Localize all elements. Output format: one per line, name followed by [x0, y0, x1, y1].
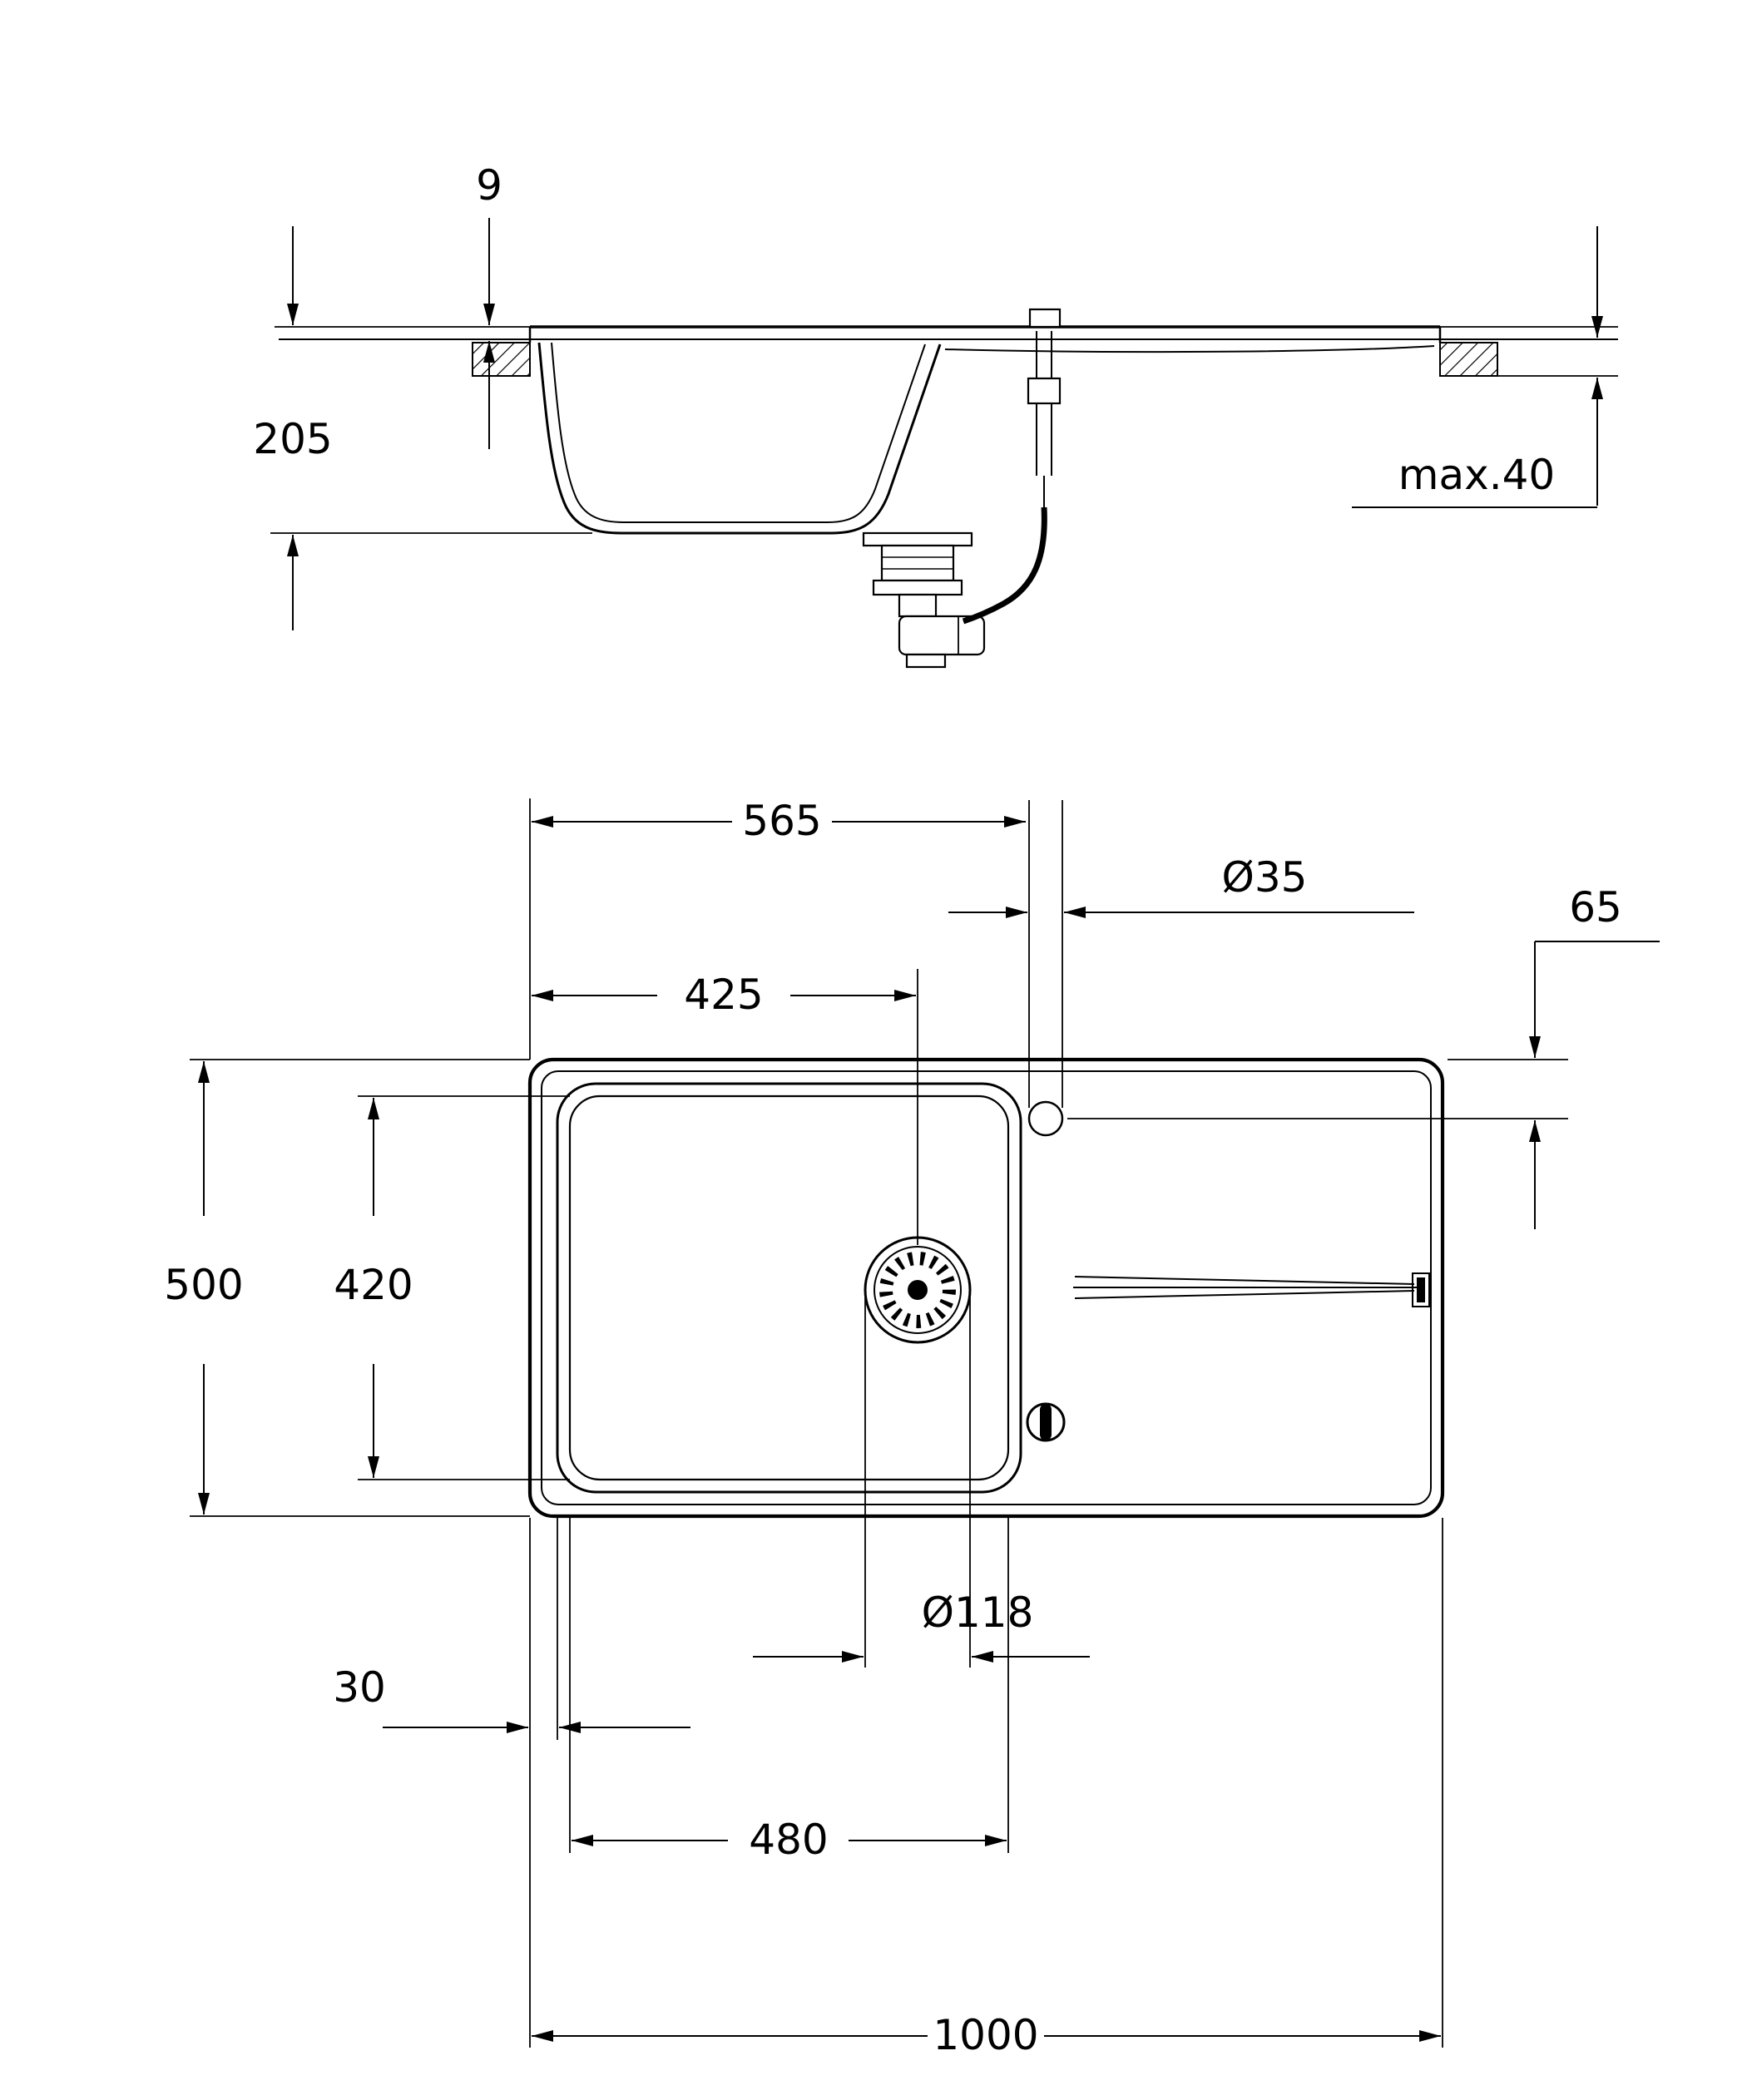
dim-label-rim-height: 9	[476, 161, 502, 210]
sink-outline	[527, 1057, 1445, 1519]
dim-label-drain-dia: Ø118	[922, 1589, 1034, 1637]
countertop-hatch-right	[1439, 342, 1498, 377]
trap-elbow	[898, 615, 986, 656]
section-view: 9 205 max.40	[253, 161, 1618, 669]
drain-strainer-slots	[879, 1252, 956, 1328]
sink-inner-outline	[541, 1070, 1432, 1505]
dim-label-countertop-max: max.40	[1398, 451, 1555, 499]
overflow-slot-fill	[1417, 1277, 1425, 1302]
overflow-slot-frame	[1412, 1272, 1430, 1307]
section-dimensions: 9 205 max.40	[253, 161, 1603, 630]
popup-overflow-assembly	[962, 308, 1062, 625]
popup-knob-slot	[1040, 1404, 1052, 1440]
strainer-flange	[862, 531, 973, 547]
trap-nut	[872, 579, 963, 596]
popup-fitting	[1027, 377, 1062, 405]
drain-ring	[874, 1246, 962, 1334]
bowl-profile-outer	[537, 342, 942, 535]
bowl-outline-inner	[568, 1094, 1010, 1481]
popup-knob	[1026, 1402, 1066, 1442]
plan-extension-lines	[190, 798, 1568, 2048]
dim-label-overall-width: 1000	[933, 2011, 1038, 2059]
overflow-slot	[1412, 1272, 1430, 1307]
bowl-outline-outer	[556, 1082, 1022, 1494]
plan-dimensions: 565 Ø35 65 425 500 420 Ø118	[164, 797, 1660, 2059]
countertop-hatch-left	[472, 342, 531, 377]
dim-label-edge-to-bowl: 30	[333, 1663, 386, 1712]
drainer-underside-line	[944, 345, 1435, 353]
drain-hub	[908, 1280, 928, 1300]
dim-label-tap-from-edge: 65	[1569, 883, 1622, 931]
flex-hose-inner	[963, 506, 1046, 623]
groove-line	[1074, 1276, 1415, 1285]
drain-trap-assembly	[862, 531, 986, 669]
dim-label-tap-from-left: 565	[742, 797, 821, 845]
dim-label-bowl-inner-width: 480	[749, 1816, 828, 1864]
strainer-body	[880, 544, 955, 582]
groove-line	[1074, 1290, 1415, 1299]
dim-label-bowl-depth: 205	[253, 415, 332, 463]
trap-cap	[905, 653, 947, 669]
dim-label-tap-hole-dia: Ø35	[1222, 853, 1308, 902]
trap-pipe	[898, 593, 938, 618]
drainer-grooves	[1073, 1276, 1418, 1299]
dim-label-bowl-inner-depth: 420	[334, 1261, 413, 1309]
drain-strainer	[864, 1236, 972, 1344]
bowl-profile-inner	[551, 342, 926, 523]
dim-label-overall-depth: 500	[164, 1261, 243, 1309]
popup-knob-section	[1028, 308, 1062, 329]
plan-view: 565 Ø35 65 425 500 420 Ø118	[164, 797, 1660, 2059]
dim-label-drain-from-left: 425	[684, 971, 763, 1019]
tap-hole	[1027, 1100, 1064, 1137]
